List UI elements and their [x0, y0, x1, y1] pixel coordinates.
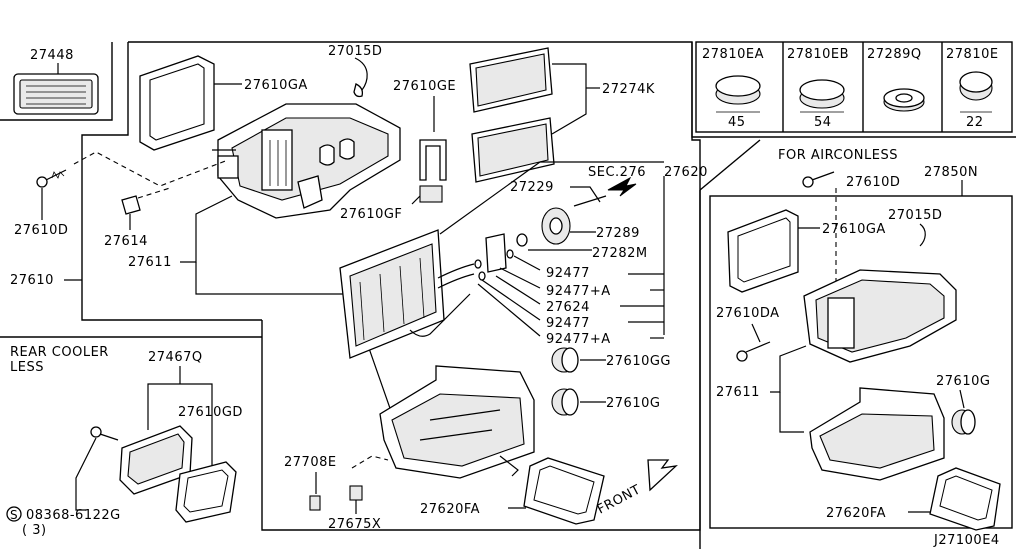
label-27274K: 27274K [602, 82, 655, 97]
label-27610G: 27610G [606, 396, 660, 411]
part-27289: 27289 [541, 207, 640, 245]
label-08368: 08368-6122G [26, 508, 121, 523]
label-27708E: 27708E [284, 455, 337, 470]
label-27229: 27229 [510, 180, 554, 195]
label-27675X: 27675X [328, 517, 381, 532]
part-27610G: 27610G [551, 388, 660, 416]
label-27610GF: 27610GF [340, 207, 402, 222]
grommets-box: 27810EA 27810EB 27289Q 27810E 45 54 22 [695, 41, 1013, 133]
label-92477A-a: 92477+A [546, 284, 611, 299]
part-27282M: 27282M [516, 233, 648, 261]
label-92477-b: 92477 [546, 316, 590, 331]
part-27620-sec: SEC.276 27620 [588, 165, 708, 335]
label-r27610G: 27610G [936, 374, 990, 389]
part-27708E: 27708E [284, 455, 389, 511]
part-expansion-valve: 92477 92477+A 27624 92477 92477+A [474, 233, 664, 347]
label-27610: 27610 [10, 273, 54, 288]
label-sec-276: SEC.276 [588, 165, 646, 180]
label-r27611: 27611 [716, 385, 760, 400]
label-27610GD: 27610GD [178, 405, 243, 420]
label-27289Q: 27289Q [867, 47, 922, 62]
label-s-symbol: S [10, 508, 18, 522]
part-27229: 27229 [510, 180, 607, 207]
label-27610GE: 27610GE [393, 79, 456, 94]
label-27810E: 27810E [946, 47, 999, 62]
label-r27850N: 27850N [924, 165, 978, 180]
part-27610D-screw: 27610D [14, 151, 229, 238]
label-27620FA: 27620FA [420, 502, 480, 517]
part-27610-main: 27610 [10, 273, 82, 288]
label-92477-a: 92477 [546, 266, 590, 281]
label-size-45: 45 [728, 115, 746, 130]
figure-code: J27100E4 [933, 533, 1000, 548]
airconless-section: FOR AIRCONLESS 27850N 27610D 27610GA 270… [716, 148, 1001, 531]
rear-cooler-less-section: REAR COOLER LESS 27467Q 27610GD S 08368-… [6, 345, 243, 538]
label-r27015D: 27015D [888, 208, 942, 223]
part-27611: 27611 [128, 195, 393, 415]
label-27624: 27624 [546, 300, 590, 315]
label-27448: 27448 [30, 48, 74, 63]
part-27015D: 27015D [328, 44, 382, 98]
label-27610D: 27610D [14, 223, 68, 238]
part-27610GE: 27610GE [393, 79, 456, 181]
section-borders [0, 41, 1016, 549]
label-92477A-b: 92477+A [546, 332, 611, 347]
label-27810EB: 27810EB [787, 47, 849, 62]
note-less: LESS [10, 360, 44, 375]
label-size-22: 22 [966, 115, 984, 130]
part-27614: 27614 [104, 187, 171, 249]
label-27610GA: 27610GA [244, 78, 308, 93]
label-size-54: 54 [814, 115, 832, 130]
part-27620FA: 27620FA [420, 457, 605, 525]
label-r27610DA: 27610DA [716, 306, 780, 321]
part-lower-case [379, 365, 535, 479]
note-for-airconless: FOR AIRCONLESS [778, 148, 898, 163]
part-27610GG: 27610GG [551, 347, 671, 373]
label-27611: 27611 [128, 255, 172, 270]
label-27467Q: 27467Q [148, 350, 203, 365]
label-27614: 27614 [104, 234, 148, 249]
label-27282M: 27282M [592, 246, 648, 261]
label-27810EA: 27810EA [702, 47, 764, 62]
label-r27620FA: 27620FA [826, 506, 886, 521]
label-08368-qty: ( 3) [22, 523, 47, 538]
part-27448: 27448 [13, 48, 99, 115]
label-27015D: 27015D [328, 44, 382, 59]
label-front: FRONT [595, 482, 643, 517]
part-27610GF: 27610GF [340, 185, 443, 222]
part-evaporator-core [339, 161, 664, 359]
label-27289: 27289 [596, 226, 640, 241]
label-27620: 27620 [664, 165, 708, 180]
part-27610GA-seal: 27610GA [139, 55, 308, 151]
part-27675X: 27675X [328, 485, 381, 532]
note-rear-cooler: REAR COOLER [10, 345, 109, 360]
front-arrow: FRONT [595, 459, 678, 518]
label-r27610GA: 27610GA [822, 222, 886, 237]
label-r27610D: 27610D [846, 175, 900, 190]
label-27610GG: 27610GG [606, 354, 671, 369]
part-upper-case [212, 103, 401, 219]
